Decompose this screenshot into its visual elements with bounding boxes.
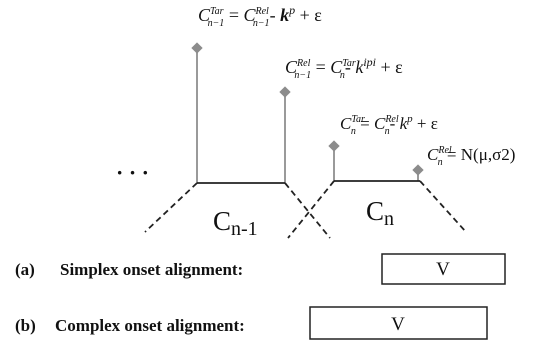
knob-1 xyxy=(191,42,203,54)
syllable-right-left-leg xyxy=(287,180,335,239)
knob-4 xyxy=(412,164,424,176)
row-a-label: Simplex onset alignment: xyxy=(60,260,243,279)
row-a-box xyxy=(381,253,506,285)
row-b-box xyxy=(309,306,488,340)
syllable-label-right: Cn xyxy=(366,196,394,230)
syllable-label-left: Cn-1 xyxy=(213,206,258,240)
syllable-left-left-leg xyxy=(144,182,198,233)
row-b-label: Complex onset alignment: xyxy=(55,316,245,335)
syllable-left-right-leg xyxy=(284,182,331,239)
row-a-tag: (a) xyxy=(15,260,35,279)
ellipsis: · · · xyxy=(116,160,149,185)
knob-2 xyxy=(279,86,291,98)
knob-3 xyxy=(328,140,340,152)
row-a-box-value: V xyxy=(436,259,450,280)
syllable-right-right-leg xyxy=(419,180,467,233)
row-b-tag: (b) xyxy=(15,316,36,335)
row-b-box-value: V xyxy=(391,314,405,335)
